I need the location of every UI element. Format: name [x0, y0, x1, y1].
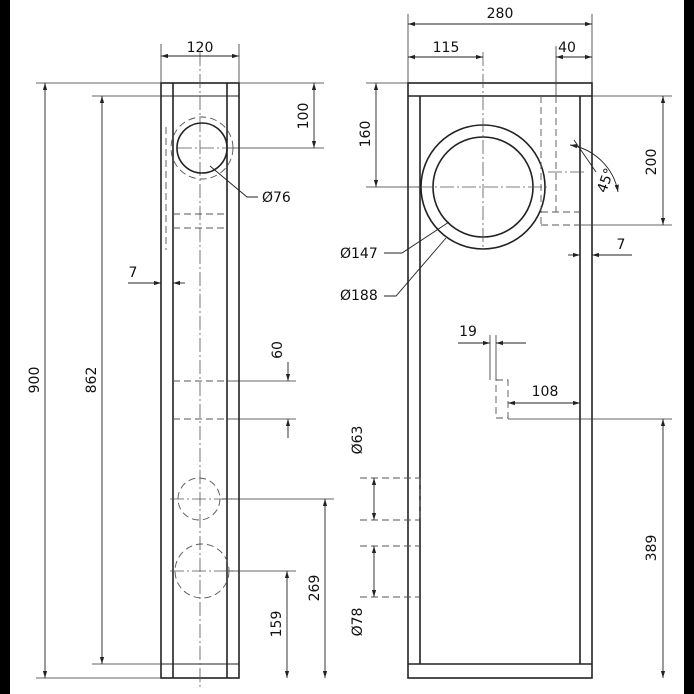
- dim-side-hole: Ø76: [262, 190, 291, 206]
- dim-front-angle: 45°: [594, 166, 618, 195]
- dim-driver-inner: Ø147: [340, 246, 378, 262]
- dim-front-offset-left: 115: [433, 40, 460, 56]
- dim-side-wall: 7: [129, 265, 138, 281]
- dim-slot-width: 19: [459, 324, 477, 340]
- dim-port-d1: Ø63: [350, 426, 366, 455]
- dim-port-high: 269: [307, 575, 323, 602]
- front-view: 280 115 40 160 200 45° 7 Ø147 Ø188: [340, 6, 672, 679]
- dim-front-brace-height: 200: [644, 149, 660, 176]
- dim-front-wall: 7: [617, 237, 626, 253]
- dim-port-d2: Ø78: [350, 608, 366, 637]
- dim-driver-outer: Ø188: [340, 288, 378, 304]
- dim-port-low: 159: [269, 611, 285, 638]
- dim-side-gap: 60: [270, 341, 286, 359]
- dim-side-inner-height: 862: [84, 367, 100, 394]
- front-port-slot: [495, 379, 509, 419]
- dim-front-driver-center: 160: [358, 121, 374, 148]
- dim-front-width: 280: [487, 6, 514, 22]
- dim-front-offset-right: 40: [558, 40, 576, 56]
- dim-side-top-offset: 100: [296, 103, 312, 130]
- dim-side-width: 120: [187, 40, 214, 56]
- dim-side-total-height: 900: [27, 367, 43, 394]
- side-view: 120 100 Ø76 7 900 862 60 269: [27, 40, 334, 690]
- dim-front-bottom: 389: [644, 535, 660, 562]
- dim-slot-offset: 108: [532, 384, 559, 400]
- right-frame-edge: [684, 0, 694, 694]
- front-panel-outline: [407, 82, 593, 679]
- left-frame-edge: [0, 0, 10, 694]
